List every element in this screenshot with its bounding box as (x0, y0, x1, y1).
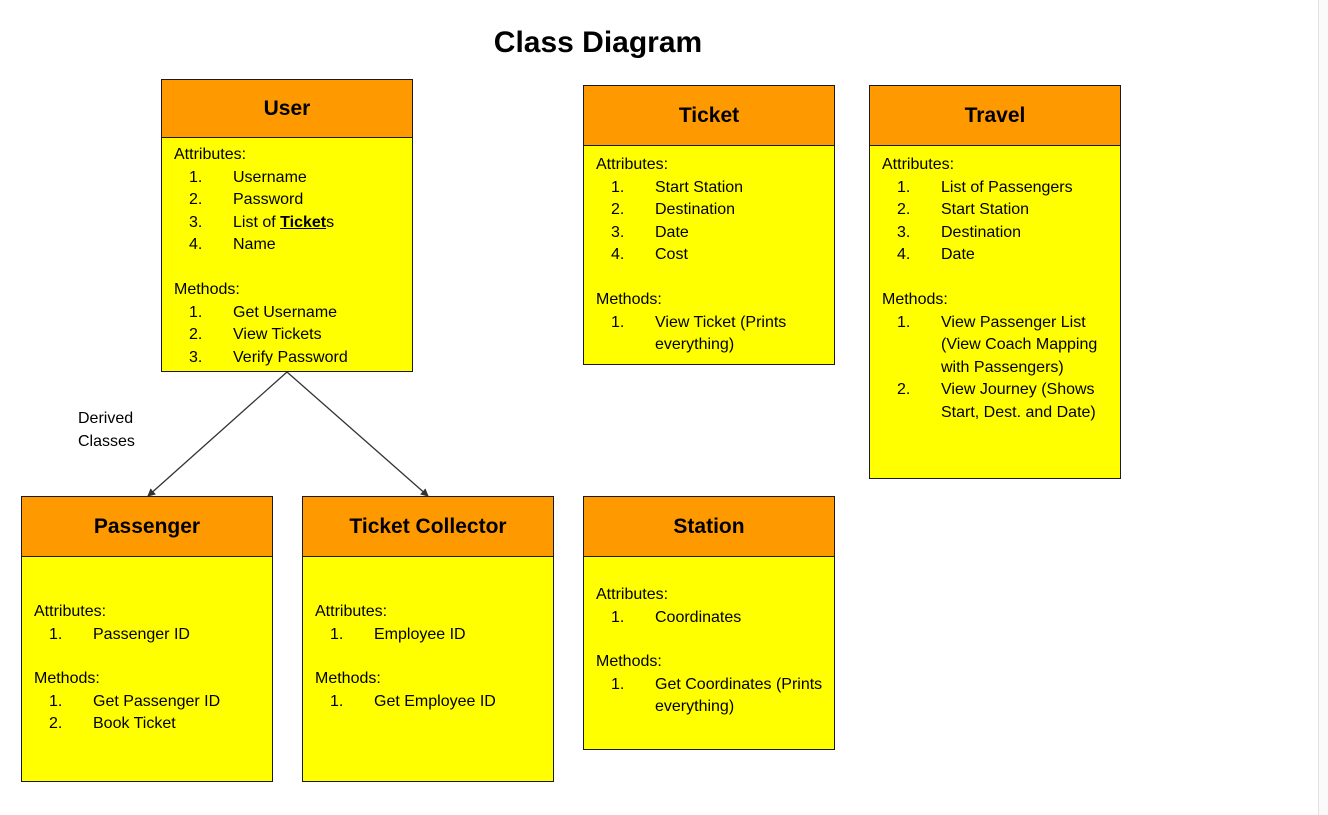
attributes-label: Attributes: (34, 603, 107, 620)
class-name: User (162, 80, 412, 138)
page-edge (1318, 0, 1328, 815)
ticket-link: Ticket (280, 213, 327, 231)
method-item: 1.View Passenger List (View Coach Mappin… (897, 313, 1098, 376)
attribute-item: 3.Destination (897, 223, 1022, 241)
class-station: Station Attributes: 1.Coordinates Method… (583, 496, 835, 750)
method-item: 1.View Ticket (Prints everything) (611, 313, 787, 354)
method-item: 2.View Journey (Shows Start, Dest. and D… (897, 381, 1096, 421)
attributes-label: Attributes: (596, 586, 669, 603)
class-travel: Travel Attributes: 1.List of Passengers … (869, 85, 1121, 479)
attribute-item: 1.Username (189, 168, 307, 186)
method-item: 3.Verify Password (189, 348, 348, 366)
methods-label: Methods: (34, 670, 100, 688)
class-ticket: Ticket Attributes: 1.Start Station 2.Des… (583, 85, 835, 365)
class-passenger: Passenger Attributes: 1.Passenger ID Met… (21, 496, 273, 782)
attribute-item: 4.Cost (611, 246, 688, 264)
method-item: 1.Get Employee ID (330, 692, 496, 710)
method-item: 2.View Tickets (189, 326, 322, 344)
method-item: 1.Get Passenger ID (49, 692, 221, 710)
attribute-item: 1.Start Station (611, 178, 744, 196)
attribute-item: 4.Date (897, 246, 975, 264)
method-item: 1.Get Username (189, 303, 338, 321)
class-name: Ticket Collector (303, 497, 553, 557)
attribute-item: 1.Passenger ID (49, 625, 190, 643)
attributes-label: Attributes: (596, 156, 669, 173)
methods-label: Methods: (596, 653, 662, 671)
attribute-item: 1.Employee ID (330, 625, 466, 643)
arrow-to-ticket-collector (286, 371, 429, 497)
methods-label: Methods: (596, 290, 662, 308)
class-ticket-collector: Ticket Collector Attributes: 1.Employee … (302, 496, 554, 782)
arrow-to-passenger (147, 371, 288, 497)
class-name: Station (584, 497, 834, 557)
attribute-item: 2.Start Station (897, 201, 1030, 219)
method-item: 1.Get Coordinates (Prints everything) (611, 675, 823, 716)
class-name: Passenger (22, 497, 272, 557)
attribute-item: 2.Password (189, 191, 304, 209)
diagram-title: Class Diagram (493, 26, 703, 59)
method-item: 2.Book Ticket (49, 715, 176, 733)
attributes-label: Attributes: (174, 146, 247, 163)
derived-classes-note: Derived Classes (78, 410, 135, 450)
methods-label: Methods: (315, 670, 381, 688)
methods-label: Methods: (174, 280, 240, 298)
methods-label: Methods: (882, 290, 948, 308)
attribute-item: 1.Coordinates (611, 608, 742, 626)
attribute-item: 1.List of Passengers (897, 178, 1073, 196)
attributes-label: Attributes: (315, 603, 388, 620)
attribute-item: 3.List of Tickets (189, 213, 335, 231)
attribute-item: 3.Date (611, 223, 689, 241)
attribute-item: 2.Destination (611, 201, 736, 219)
class-user: User Attributes: 1.Username 2.Password 3… (161, 79, 413, 372)
class-name: Travel (870, 86, 1120, 146)
attribute-item: 4.Name (189, 236, 276, 254)
class-name: Ticket (584, 86, 834, 146)
attributes-label: Attributes: (882, 156, 955, 173)
